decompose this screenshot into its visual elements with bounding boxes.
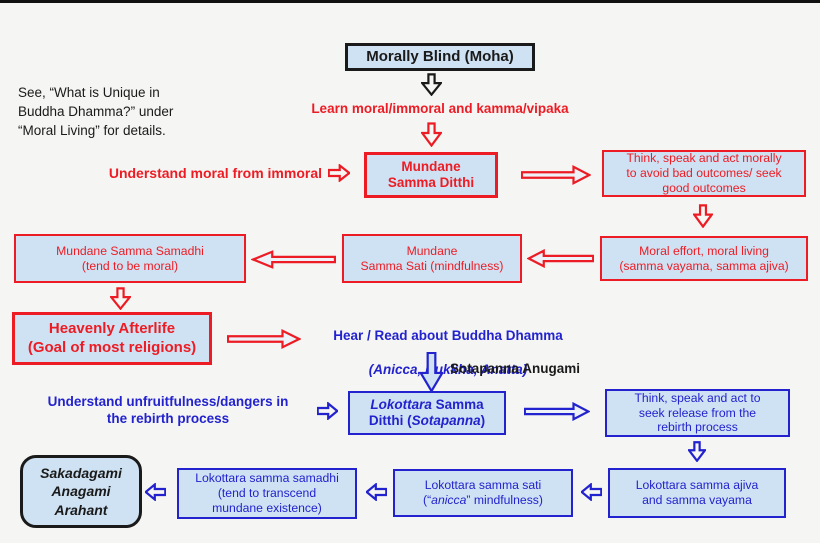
down-arrow-icon <box>421 73 442 96</box>
down-arrow-icon <box>693 204 713 228</box>
anicca-word: anicca <box>431 493 467 507</box>
hear-read-label: Hear / Read about Buddha Dhamma (Anicca,… <box>300 311 596 379</box>
left-arrow-icon <box>366 483 387 501</box>
left-arrow-icon <box>145 483 166 501</box>
sotapanna-word: Sotapanna <box>411 413 481 428</box>
right-arrow-icon <box>524 402 590 421</box>
morally-blind-box: Morally Blind (Moha) <box>345 43 535 71</box>
learn-moral-label: Learn moral/immoral and kamma/vipaka <box>311 101 569 116</box>
lokottara-ajiva-vayama-box: Lokottara samma ajiva and samma vayama <box>608 468 786 518</box>
understand-moral-label: Understand moral from immoral <box>108 165 322 181</box>
understand-unfruitfulness-label: Understand unfruitfulness/dangers in the… <box>47 394 289 426</box>
lokottara-samma-ditthi-box: Lokottara Samma Ditthi (Sotapanna) <box>348 391 506 435</box>
right-arrow-icon <box>328 164 350 182</box>
lokottara-samma-samadhi-box: Lokottara samma samadhi (tend to transce… <box>177 468 357 519</box>
sakadagami-anagami-arahant-box: Sakadagami Anagami Arahant <box>20 455 142 528</box>
right-arrow-icon <box>521 165 591 185</box>
sotapanna-anugami-label: Sotapanna Anugami <box>450 361 581 376</box>
down-arrow-icon <box>421 122 442 147</box>
top-border-line <box>0 0 820 3</box>
moral-effort-box: Moral effort, moral living (samma vayama… <box>600 236 808 281</box>
lokottara-samma-sati-box: Lokottara samma sati (“anicca” mindfulne… <box>393 469 573 517</box>
right-arrow-icon <box>317 402 338 420</box>
side-note: See, “What is Unique in Buddha Dhamma?” … <box>18 85 174 138</box>
think-act-morally-box: Think, speak and act morally to avoid ba… <box>602 150 806 197</box>
left-arrow-icon <box>527 249 594 268</box>
mundane-samma-sati-box: Mundane Samma Sati (mindfulness) <box>342 234 522 283</box>
heavenly-afterlife-box: Heavenly Afterlife (Goal of most religio… <box>12 312 212 365</box>
left-arrow-icon <box>251 250 336 269</box>
lokottara-word: Lokottara <box>370 396 432 412</box>
mundane-samma-ditthi-box: Mundane Samma Ditthi <box>364 152 498 198</box>
right-arrow-icon <box>227 329 301 349</box>
down-arrow-icon <box>688 441 706 462</box>
down-arrow-icon <box>420 352 443 392</box>
hear-read-line2: (Anicca, Dukkha, Anatta) <box>368 361 528 377</box>
down-arrow-icon <box>110 287 131 310</box>
think-seek-release-box: Think, speak and act to seek release fro… <box>605 389 790 437</box>
hear-read-line1: Hear / Read about Buddha Dhamma <box>333 327 563 343</box>
left-arrow-icon <box>581 483 602 501</box>
mundane-samma-samadhi-box: Mundane Samma Samadhi (tend to be moral) <box>14 234 246 283</box>
